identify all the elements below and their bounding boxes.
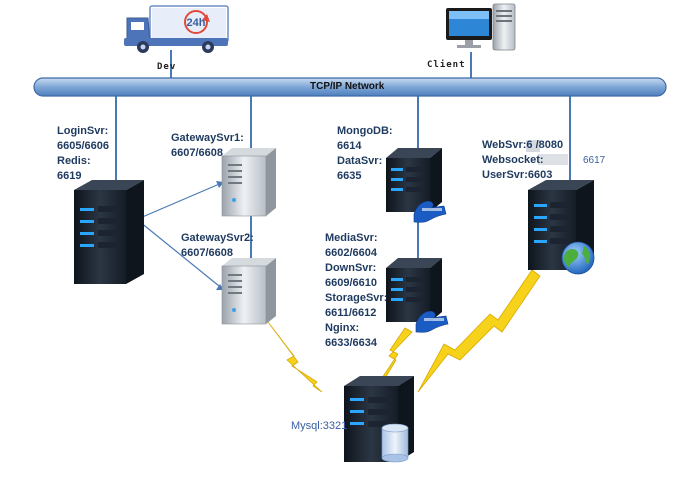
gateway1-line: GatewaySvr1: xyxy=(171,132,244,144)
client-label: Client xyxy=(427,60,466,70)
login-line: 6605/6606 xyxy=(57,140,109,152)
media-label: MediaSvr: 6602/6604 DownSvr: 6609/6610 S… xyxy=(325,231,387,351)
mysql-label: Mysql:3321 xyxy=(291,420,348,432)
media-server-icon xyxy=(386,258,442,322)
login-gateway-links xyxy=(139,181,225,291)
bolt-web-mysql xyxy=(417,269,541,393)
login-line: 6619 xyxy=(57,170,82,182)
gateway2-line: 6607/6608 xyxy=(181,247,233,259)
web-line: UserSvr:6603 xyxy=(482,169,553,181)
dev-label: Dev xyxy=(157,62,177,72)
media-line: DownSvr: xyxy=(325,262,377,274)
mongo-line: DataSvr: xyxy=(337,155,383,167)
link-login-gateway1 xyxy=(139,181,225,219)
obscured-patch-2 xyxy=(538,154,568,165)
database-icon xyxy=(381,423,409,463)
gateway1-line: 6607/6608 xyxy=(171,147,223,159)
gateway1-server-icon xyxy=(221,148,276,217)
film-reel-icon xyxy=(413,200,447,223)
media-line: Nginx: xyxy=(325,322,360,334)
obscured-patch xyxy=(526,140,540,152)
web-line: WebSvr:6 /8080 xyxy=(482,139,564,151)
web-line: Websocket: xyxy=(482,154,544,166)
mongo-line: MongoDB: xyxy=(337,125,393,137)
gateway2-line: GatewaySvr2: xyxy=(181,232,254,244)
computer-icon xyxy=(446,3,516,51)
film-reel-icon-2 xyxy=(415,310,449,333)
media-line: StorageSvr: xyxy=(325,292,388,304)
mongo-server-icon xyxy=(386,148,442,212)
gateway2-label: GatewaySvr2: 6607/6608 xyxy=(181,231,254,261)
mongo-label: MongoDB: 6614 DataSvr: 6635 xyxy=(337,124,393,184)
login-label: LoginSvr: 6605/6606 Redis: 6619 xyxy=(57,124,109,184)
login-server-icon xyxy=(74,180,144,284)
globe-icon xyxy=(561,241,595,275)
network-label: TCP/IP Network xyxy=(310,81,385,92)
tcp-ip-bus xyxy=(33,77,667,97)
web-label: WebSvr:6 /8080 Websocket: UserSvr:6603 xyxy=(482,138,563,183)
web-extra-port: 6617 xyxy=(583,155,606,166)
gateway2-server-icon xyxy=(221,258,276,325)
mongo-line: 6614 xyxy=(337,140,362,152)
truck-icon xyxy=(124,5,229,53)
truck-badge: 24h xyxy=(187,17,206,29)
login-line: Redis: xyxy=(57,155,91,167)
media-line: 6633/6634 xyxy=(325,337,377,349)
media-line: MediaSvr: xyxy=(325,232,378,244)
mongo-line: 6635 xyxy=(337,170,362,182)
gateway1-label: GatewaySvr1: 6607/6608 xyxy=(171,131,244,161)
login-line: LoginSvr: xyxy=(57,125,109,137)
link-login-gateway2 xyxy=(139,221,225,291)
media-line: 6609/6610 xyxy=(325,277,377,289)
bolt-gateway-mysql xyxy=(264,317,323,393)
media-line: 6602/6604 xyxy=(325,247,377,259)
media-line: 6611/6612 xyxy=(325,307,377,319)
